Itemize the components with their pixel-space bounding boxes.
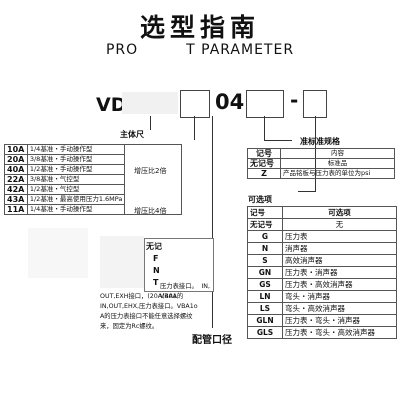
option-key: S bbox=[247, 254, 283, 267]
options-heading: 可选项 bbox=[248, 195, 272, 204]
option-value: 弯头・高效消声器 bbox=[282, 302, 397, 315]
body-desc: 3/8基准・气控型 bbox=[26, 174, 126, 185]
note-line: OUT,EXH接口，(20A(40A的 bbox=[100, 293, 184, 300]
mini-row: F bbox=[153, 254, 159, 263]
body-size-heading: 主体尺 bbox=[120, 130, 144, 139]
body-desc: 1/4基准・手动操作型 bbox=[26, 144, 126, 155]
notes-block: IN, OUT,EXH接口，(20A(40A的 压力表接口。VBA1 IN,OU… bbox=[100, 282, 210, 332]
option-value: 压力表・消声器 bbox=[282, 266, 397, 279]
pipe-size-label: 配管口径 bbox=[192, 335, 232, 346]
model-blur-area bbox=[122, 92, 178, 114]
mini-header: 无记 bbox=[146, 242, 162, 251]
option-key: LS bbox=[247, 302, 283, 315]
option-value: 压力表 bbox=[282, 230, 397, 243]
blur-patch bbox=[100, 236, 144, 288]
body-desc: 1/2基准・手动操作型 bbox=[26, 164, 126, 175]
body-code: 42A bbox=[4, 184, 28, 195]
body-code: 43A bbox=[4, 194, 28, 205]
body-code: 10A bbox=[4, 144, 28, 155]
option-key: 无记号 bbox=[247, 218, 283, 231]
standard-col-header: 内容 bbox=[280, 148, 395, 159]
standard-heading: 准标准规格 bbox=[300, 137, 340, 146]
option-key: GN bbox=[247, 266, 283, 279]
body-code: 20A bbox=[4, 154, 28, 165]
option-key: LN bbox=[247, 290, 283, 303]
body-desc: 1/2基准・最高使用压力1.6MPa bbox=[26, 194, 126, 205]
standard-key: Z bbox=[247, 168, 281, 179]
options-col-header: 可选项 bbox=[282, 206, 397, 219]
note-line: 来，固定为Rc螺纹。 bbox=[100, 323, 159, 330]
note-line: A的压力表接口不能任意选择螺纹 bbox=[100, 313, 193, 320]
model-code: 04 bbox=[215, 90, 245, 114]
ratio-label-4x: 增压比4倍 bbox=[134, 207, 167, 215]
option-value: 弯头・消声器 bbox=[282, 290, 397, 303]
page-title: 选型指南 bbox=[139, 13, 260, 42]
model-dash: - bbox=[290, 88, 299, 112]
option-key: GLN bbox=[247, 314, 283, 327]
note-line: 压力表接口。VBA1 bbox=[160, 283, 198, 300]
options-col-header: 记号 bbox=[247, 206, 283, 219]
standard-value: 产品铭板与压力表的单位为psi bbox=[280, 168, 395, 179]
note-line: IN,OUT,EHX,压力表接口。VBA1o bbox=[100, 303, 198, 310]
subtitle-right: T PARAMETER bbox=[186, 42, 295, 58]
body-desc: 3/8基准・手动操作型 bbox=[26, 154, 126, 165]
option-value: 压力表・高效消声器 bbox=[282, 278, 397, 291]
option-value: 压力表・弯头・高效消声器 bbox=[282, 326, 397, 339]
option-key: G bbox=[247, 230, 283, 243]
option-key: GS bbox=[247, 278, 283, 291]
ratio-label-2x: 增压比2倍 bbox=[134, 167, 167, 175]
option-value: 高效消声器 bbox=[282, 254, 397, 267]
mini-table-frame bbox=[144, 238, 214, 292]
standard-key: 无记号 bbox=[247, 158, 281, 169]
subtitle-left: PRO bbox=[105, 42, 139, 58]
model-box-1 bbox=[180, 90, 210, 118]
model-prefix: VD bbox=[96, 94, 127, 116]
body-code: 11A bbox=[4, 204, 28, 215]
model-box-2 bbox=[246, 90, 284, 118]
model-box-3 bbox=[303, 90, 327, 118]
option-value: 消声器 bbox=[282, 242, 397, 255]
blur-patch bbox=[28, 228, 88, 278]
body-desc: 1/4基准・手动操作型 bbox=[26, 204, 126, 215]
standard-value: 标准品 bbox=[280, 158, 395, 169]
option-key: N bbox=[247, 242, 283, 255]
body-code: 40A bbox=[4, 164, 28, 175]
standard-col-header: 记号 bbox=[247, 148, 281, 159]
body-code: 22A bbox=[4, 174, 28, 185]
mini-row: N bbox=[153, 266, 160, 275]
body-desc: 1/2基准・气控型 bbox=[26, 184, 126, 195]
mini-row: T bbox=[153, 278, 159, 287]
page-subtitle: PRO T PARAMETER bbox=[0, 42, 400, 58]
note-line: IN, bbox=[201, 283, 210, 290]
option-value: 无 bbox=[282, 218, 397, 231]
option-key: GLS bbox=[247, 326, 283, 339]
option-value: 压力表・弯头・消声器 bbox=[282, 314, 397, 327]
